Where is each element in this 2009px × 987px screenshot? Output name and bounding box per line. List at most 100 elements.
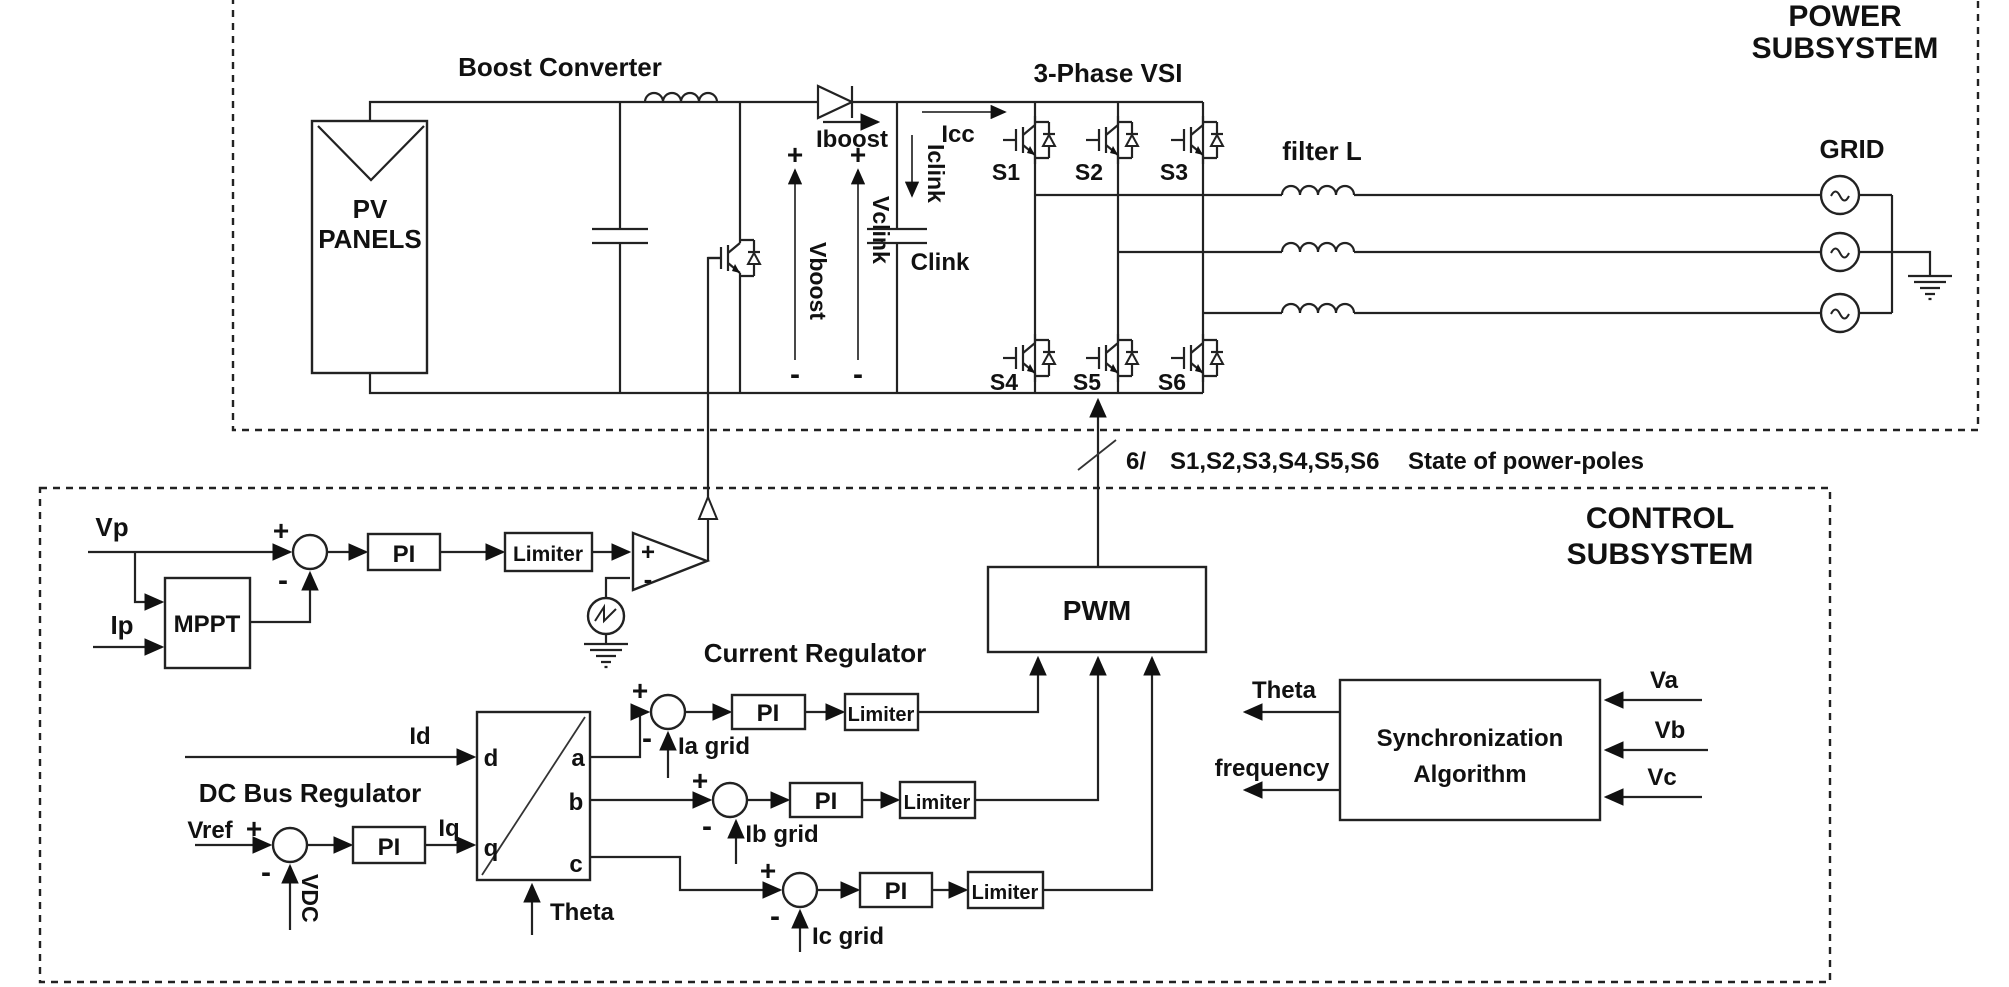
pwm-box: [986, 565, 1208, 654]
dc-bus-pi-label: PI: [378, 834, 401, 861]
sum-junction-b: [711, 781, 749, 819]
gate-line-arrow-icon: [697, 494, 719, 520]
ia-grid-label: Ia grid: [678, 733, 750, 760]
lima-to-pwm: [918, 655, 1047, 714]
filter-inductor-b-icon: [1280, 241, 1356, 254]
clink-label: Clink: [911, 249, 970, 276]
vsi-bridge: S1 S2 S3 S4 S5 S6: [990, 102, 1225, 395]
frequency-output-label: frequency: [1215, 755, 1330, 782]
vclink-measurement: + - Vclink: [850, 139, 894, 391]
igbt-s3-icon: [1169, 114, 1225, 166]
boost-inductor-icon: [643, 91, 719, 104]
mppt-sum-plus: +: [273, 515, 289, 546]
grid-source-b-icon: [1819, 231, 1861, 273]
igbt-s1-icon: [1001, 114, 1057, 166]
bus-signals-label: S1,S2,S3,S4,S5,S6: [1170, 448, 1379, 475]
pi-b-box: [788, 781, 864, 819]
sync-box: [1338, 678, 1602, 822]
power-subsystem: POWER SUBSYSTEM PV PANELS Boost Converte…: [231, 0, 1980, 432]
vref-sum-plus: +: [246, 813, 262, 844]
s2-label: S2: [1075, 159, 1103, 185]
pv-panels-label-line2: PANELS: [318, 224, 422, 254]
dc-bus-pi-box: [351, 825, 427, 865]
iclink-label: Iclink: [923, 144, 949, 203]
vref-label: Vref: [187, 817, 233, 844]
comparator-to-gate-line: [706, 256, 722, 561]
sum-c-plus: +: [760, 855, 776, 886]
grid-label: GRID: [1820, 134, 1885, 164]
sum-b-minus: -: [702, 810, 712, 843]
s5-label: S5: [1073, 369, 1101, 395]
iq-label: Iq: [438, 815, 459, 842]
ic-grid-label: Ic grid: [812, 923, 884, 950]
grid-ground-icon: [1906, 274, 1954, 301]
vdc-label: VDC: [297, 874, 323, 923]
filter-inductor-c-icon: [1280, 302, 1356, 315]
iboost-label: Iboost: [816, 126, 888, 153]
bus-width-slash-icon: [1077, 439, 1117, 471]
mppt-label: MPPT: [174, 611, 241, 638]
mppt-box: [163, 576, 252, 670]
sum-c-minus: -: [770, 900, 780, 933]
transform-diagonal: [481, 716, 586, 876]
vref-sum-minus: -: [261, 856, 271, 889]
current-regulator-label: Current Regulator: [704, 638, 926, 668]
control-subsystem-border: [38, 486, 1832, 984]
vsi-label: 3-Phase VSI: [1034, 58, 1183, 88]
filter-inductor-a-icon: [1280, 184, 1356, 197]
dc-bus-regulator-label: DC Bus Regulator: [199, 778, 421, 808]
va-label: Va: [1650, 667, 1679, 694]
grid-source-c-icon: [1819, 292, 1861, 334]
dc-link-capacitor: Clink: [867, 102, 970, 393]
dc-top-rail: [368, 100, 1203, 121]
bus-caption-label: State of power-poles: [1408, 448, 1644, 475]
current-regulator-channel-b: + - Ib grid PI Limiter: [590, 655, 1107, 864]
current-regulator-channel-c: + - Ic grid PI Limiter: [590, 655, 1161, 952]
control-subsystem-title-line2: SUBSYSTEM: [1567, 538, 1754, 571]
sawtooth-to-comparator-line: [604, 576, 630, 598]
pv-panels-label-line1: PV: [353, 194, 388, 224]
s6-label: S6: [1158, 369, 1186, 395]
vboost-measurement: + - Vboost: [787, 139, 831, 391]
dc-bus-regulator: DC Bus Regulator Vref + - VDC PI Iq: [187, 778, 477, 930]
input-capacitor-icon: [592, 102, 648, 393]
vc-label: Vc: [1647, 764, 1676, 791]
dc-bus-sum-junction: [271, 826, 309, 864]
sawtooth-source-icon: [586, 596, 626, 636]
theta-input-label: Theta: [550, 899, 615, 926]
sawtooth-ground-icon: [582, 642, 630, 669]
power-subsystem-title-line1: POWER: [1788, 0, 1902, 33]
sum-b-plus: +: [692, 765, 708, 796]
control-subsystem: CONTROL SUBSYSTEM Vp Ip MPPT + - PI Limi…: [38, 486, 1832, 984]
icc-label: Icc: [941, 121, 974, 148]
power-subsystem-title-line2: SUBSYSTEM: [1752, 32, 1939, 65]
grid-section: GRID: [1819, 134, 1954, 334]
boost-converter-label: Boost Converter: [458, 52, 662, 82]
transform-a-label: a: [571, 745, 585, 772]
filter-label: filter L: [1282, 136, 1362, 166]
limiter-c-box: [966, 870, 1045, 910]
ip-label: Ip: [110, 610, 133, 640]
transform-b-label: b: [569, 789, 584, 816]
pi-a-label: PI: [757, 700, 780, 727]
pv-chevron-icon: [317, 125, 425, 182]
a-signal-line: [590, 703, 651, 759]
c-signal-line: [590, 855, 783, 899]
comparator-plus: +: [641, 539, 655, 566]
vp-label: Vp: [95, 512, 128, 542]
synchronization-block: Synchronization Algorithm Theta frequenc…: [1215, 667, 1708, 822]
vclink-plus: +: [850, 139, 866, 170]
mppt-sum-junction: [291, 533, 329, 571]
dq-abc-transform-block: d q a b c Theta: [475, 710, 615, 935]
sum-junction-c: [781, 871, 819, 909]
sync-label-line2: Algorithm: [1413, 761, 1526, 788]
mppt-feedback-line: [250, 570, 319, 624]
s4-label: S4: [990, 369, 1018, 395]
boost-diode-icon: [816, 84, 855, 120]
pwm-label: PWM: [1063, 595, 1131, 626]
limc-to-pwm: [1043, 655, 1161, 892]
dc-bottom-rail: [368, 373, 1203, 395]
ib-grid-label: Ib grid: [745, 821, 818, 848]
theta-output-label: Theta: [1252, 677, 1317, 704]
